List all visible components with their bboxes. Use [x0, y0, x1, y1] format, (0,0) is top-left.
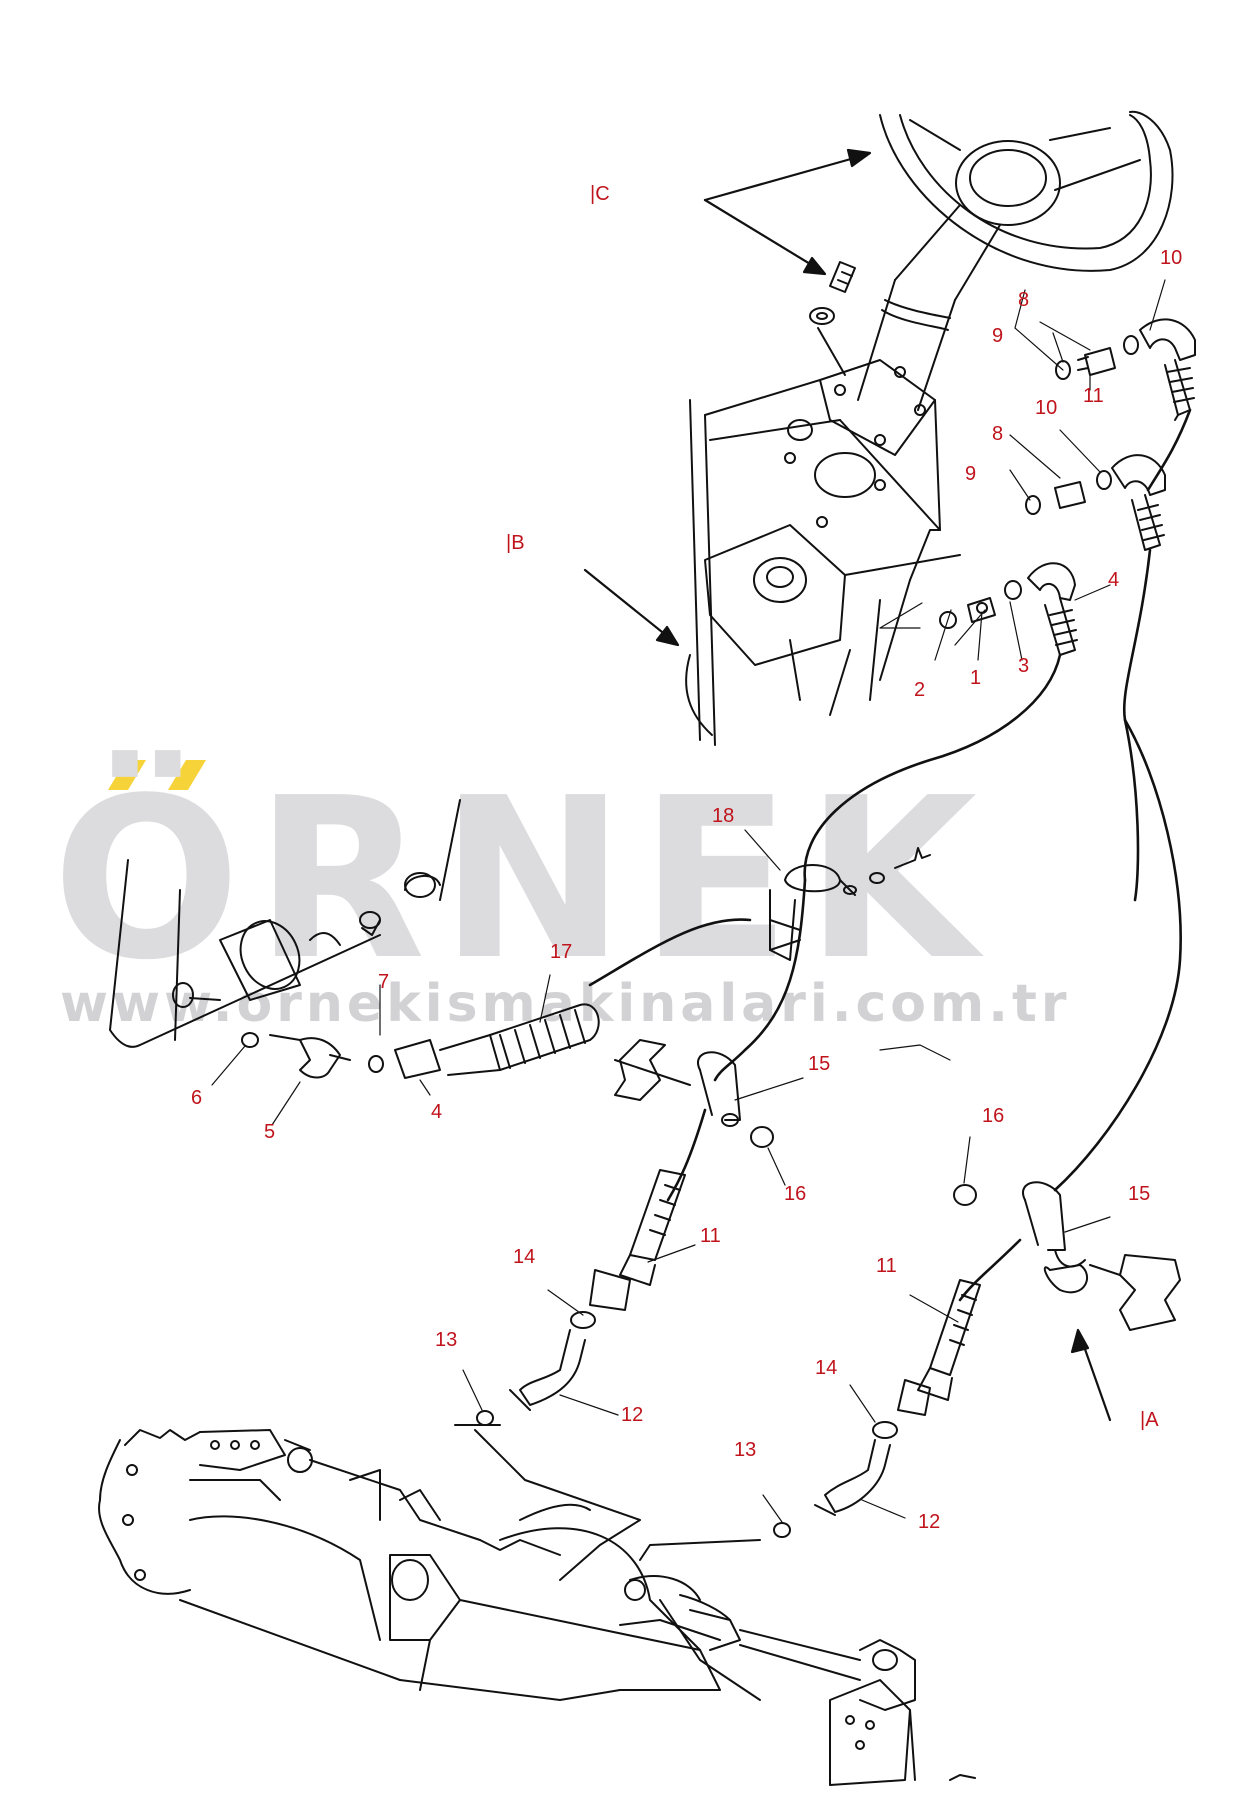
- callout-8-upper: 8: [1018, 289, 1030, 311]
- callout-3: 3: [1018, 655, 1030, 677]
- upper-fittings: [1025, 318, 1196, 551]
- callout-8-mid: 8: [992, 423, 1004, 445]
- callout-17: 17: [550, 941, 573, 963]
- callout-13-left: 13: [435, 1329, 458, 1351]
- bracket-18: [769, 847, 931, 961]
- callout-6: 6: [191, 1087, 203, 1109]
- callout-10-upper: 10: [1160, 247, 1183, 269]
- leader-lines: [211, 279, 1166, 1523]
- callout-16-left: 16: [784, 1183, 807, 1205]
- callout-12-right: 12: [918, 1511, 941, 1533]
- callout-7: 7: [378, 971, 390, 993]
- callout-1: 1: [970, 667, 982, 689]
- callout-18: 18: [712, 805, 735, 827]
- callout-13-right: 13: [734, 1439, 757, 1461]
- clamp-15-right: [953, 1181, 1181, 1331]
- lower-fittings-right: [639, 1279, 981, 1561]
- pedestal-port-fittings: [939, 562, 1078, 656]
- view-label-a: |A: [1140, 1409, 1159, 1431]
- callout-9-mid: 9: [965, 463, 977, 485]
- lower-fittings-left: [454, 1169, 686, 1581]
- steering-column: [819, 279, 956, 456]
- view-label-c: |C: [590, 183, 610, 205]
- callout-15-right: 15: [1128, 1183, 1151, 1205]
- callout-15-left: 15: [808, 1053, 831, 1075]
- screw-c: [809, 261, 856, 376]
- callout-5: 5: [264, 1121, 276, 1143]
- callout-16-right: 16: [982, 1105, 1005, 1127]
- front-axle: [98, 1429, 976, 1786]
- arrows: [583, 148, 1112, 1422]
- view-label-b: |B: [506, 532, 525, 554]
- callout-9-upper: 9: [992, 325, 1004, 347]
- steering-pedestal: [685, 379, 961, 746]
- hoses: [588, 408, 1192, 1302]
- callout-14-left: 14: [513, 1246, 536, 1268]
- callout-10-mid: 10: [1035, 397, 1058, 419]
- callout-4-lower: 4: [431, 1101, 443, 1123]
- callout-4-upper: 4: [1108, 569, 1120, 591]
- callout-11-right: 11: [876, 1255, 897, 1277]
- callout-12-left: 12: [621, 1404, 644, 1426]
- callout-2: 2: [914, 679, 926, 701]
- callout-14-right: 14: [815, 1357, 838, 1379]
- watermark-brand: ÖRNEK: [52, 751, 992, 1009]
- callout-11-upper: 11: [1083, 385, 1104, 407]
- steering-wheel: [879, 110, 1174, 301]
- callout-11-left: 11: [700, 1225, 721, 1247]
- watermark-umlaut-mark: [108, 760, 206, 790]
- clamp-15-left: [614, 1039, 774, 1148]
- pump-area: [109, 799, 600, 1079]
